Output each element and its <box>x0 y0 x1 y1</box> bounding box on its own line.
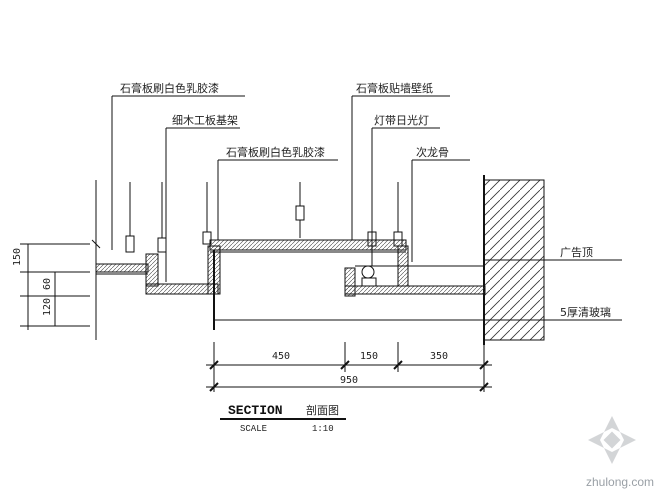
title-section: SECTION <box>228 403 283 418</box>
title-scale-value: 1:10 <box>312 424 334 434</box>
leader-lines <box>111 95 470 282</box>
watermark: zhulong.com <box>586 416 654 489</box>
dim-150: 150 <box>360 351 378 362</box>
bottom-dimensions: 450 150 350 950 <box>206 342 492 392</box>
label-gypsum-latex: 石膏板刷白色乳胶漆 <box>120 81 219 95</box>
label-gypsum-latex-2: 石膏板刷白色乳胶漆 <box>226 145 325 159</box>
label-gypsum-wallpaper: 石膏板贴墙壁纸 <box>356 81 433 95</box>
dim-950: 950 <box>340 375 358 386</box>
label-keel: 次龙骨 <box>416 145 449 159</box>
dim-350: 350 <box>430 351 448 362</box>
label-ceiling-right-1: 广告顶 <box>560 246 593 259</box>
light-trough <box>344 265 486 297</box>
watermark-text: zhulong.com <box>586 475 654 489</box>
dim-left-60: 60 <box>42 278 53 290</box>
title-block: SECTION 剖面图 SCALE 1:10 <box>220 403 346 434</box>
title-section-cn: 剖面图 <box>306 403 339 417</box>
left-step-ceiling <box>95 250 219 330</box>
label-concealed-light: 灯带日光灯 <box>374 113 429 127</box>
label-wood-base: 细木工板基架 <box>172 113 238 127</box>
left-dimension: 150 120 60 <box>12 243 90 330</box>
left-wall <box>91 180 101 340</box>
label-ceiling-right-2: 5厚清玻璃 <box>560 305 611 319</box>
reference-lines <box>214 259 622 321</box>
title-scale-label: SCALE <box>240 424 267 434</box>
dim-left-150: 150 <box>12 248 23 266</box>
dim-450: 450 <box>272 351 290 362</box>
dim-left-120: 120 <box>42 298 53 316</box>
watermark-logo-icon <box>588 416 636 464</box>
